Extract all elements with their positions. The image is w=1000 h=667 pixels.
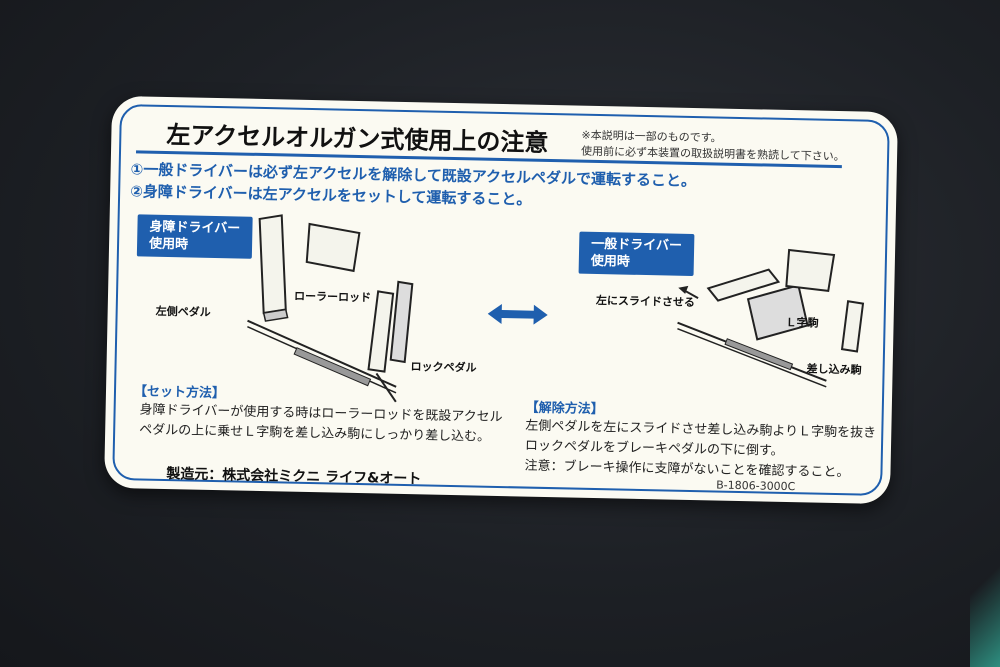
instruction-sticker: 左アクセルオルガン式使用上の注意 ※本説明は一部のものです。 使用前に必ず本装置… bbox=[103, 95, 899, 505]
set-method-text: 身障ドライバーが使用する時はローラーロッドを既設アクセル ペダルの上に乗せＬ字駒… bbox=[139, 400, 503, 448]
release-method-text: 左側ペダルを左にスライドさせ差し込み駒よりＬ字駒を抜き ロックペダルをブレーキペ… bbox=[524, 417, 876, 484]
teal-surface-corner bbox=[970, 527, 1000, 667]
switch-arrow-icon bbox=[487, 304, 548, 325]
callout-left-pedal: 左側ペダル bbox=[155, 304, 211, 319]
manufacturer-text: 製造元：株式会社ミクニ ライフ&オート bbox=[166, 466, 422, 488]
left-badge-line-2: 使用時 bbox=[148, 236, 189, 253]
callout-l-piece: Ｌ字駒 bbox=[785, 315, 819, 330]
left-pedal-diagram bbox=[247, 214, 414, 403]
callout-insert-piece: 差し込み駒 bbox=[806, 362, 862, 377]
callout-roller-rod: ローラーロッド bbox=[293, 289, 372, 305]
left-badge-line-1: 身障ドライバー bbox=[149, 219, 241, 237]
set-method-title: 【セット方法】 bbox=[133, 384, 226, 402]
right-pedal-diagram bbox=[677, 248, 865, 388]
part-code: B-1806-3000C bbox=[716, 478, 796, 494]
release-method-title: 【解除方法】 bbox=[525, 400, 604, 418]
callout-slide-left: 左にスライドさせる bbox=[595, 293, 696, 310]
callout-lock-pedal: ロックペダル bbox=[410, 360, 477, 375]
